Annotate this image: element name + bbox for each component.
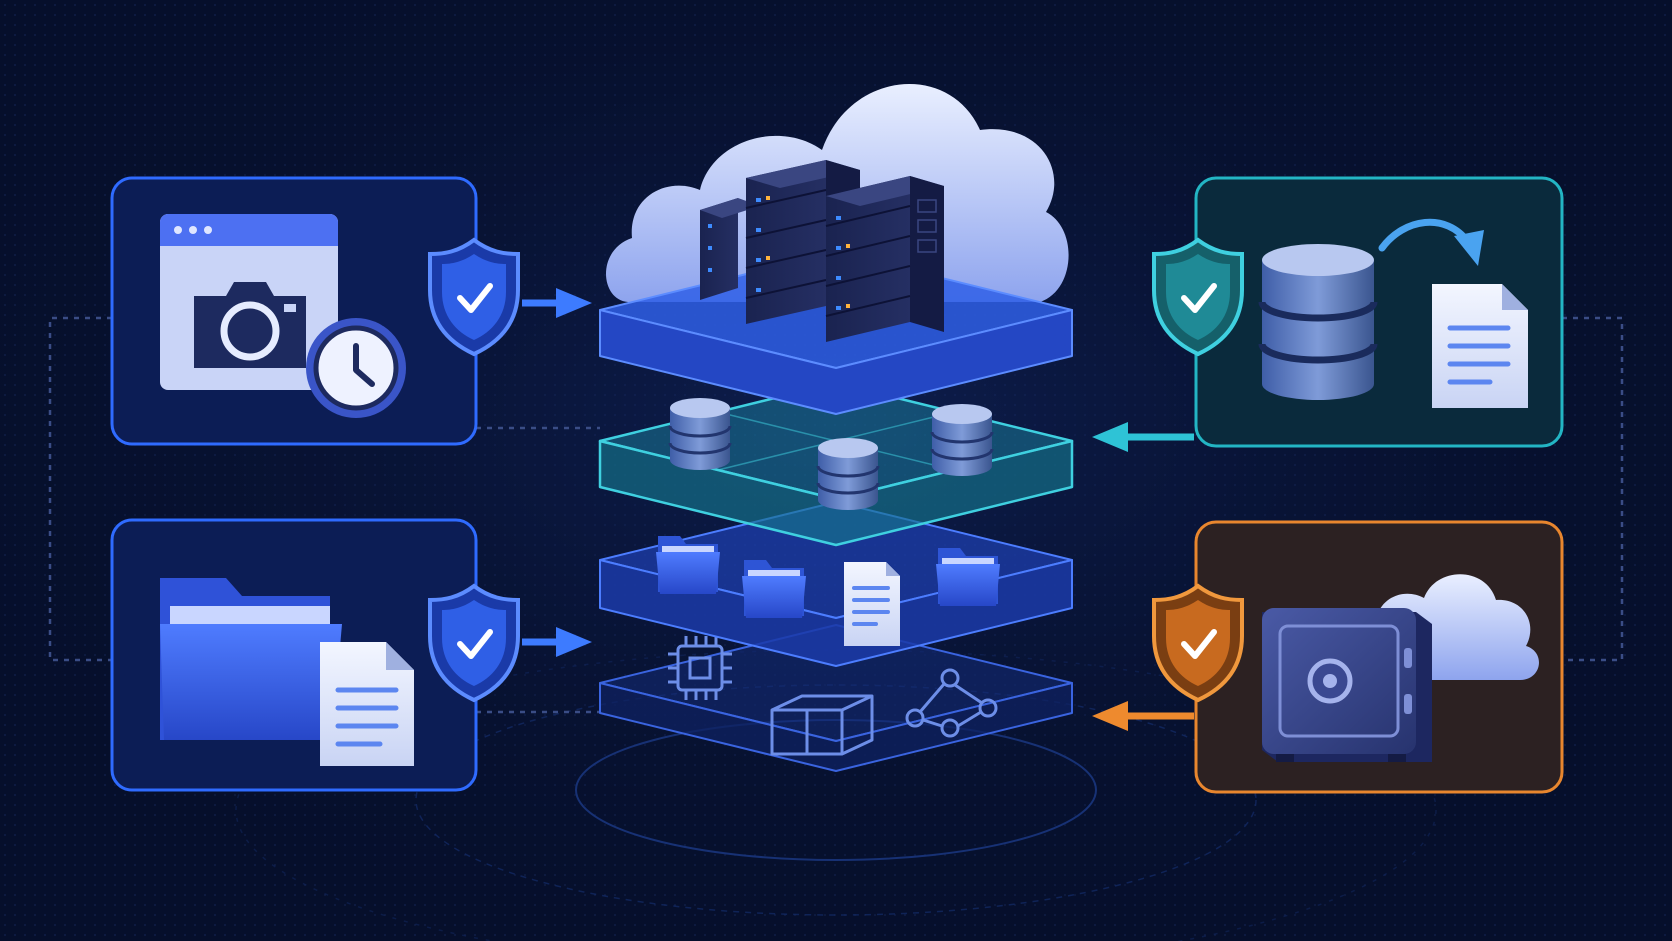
server-rack-icon bbox=[825, 176, 944, 342]
network-icon bbox=[905, 668, 998, 738]
folder-icon bbox=[656, 536, 720, 594]
folder-icon bbox=[742, 560, 806, 618]
arrow-right-icon bbox=[522, 288, 592, 318]
arrow-left-icon bbox=[1092, 422, 1194, 452]
dashed-connectors bbox=[48, 316, 1624, 714]
file-backup-card[interactable] bbox=[110, 518, 478, 792]
shield-check-icon bbox=[1152, 583, 1244, 703]
database-export-card[interactable] bbox=[1194, 176, 1564, 448]
shield-check-icon bbox=[1152, 237, 1244, 357]
chip-icon bbox=[668, 636, 732, 700]
database-icon bbox=[816, 438, 880, 510]
shield-check-icon bbox=[428, 237, 520, 357]
document-icon bbox=[844, 562, 900, 646]
infrastructure-layer bbox=[599, 624, 1073, 772]
database-icon bbox=[930, 404, 994, 476]
shield-check-icon bbox=[428, 583, 520, 703]
database-icon bbox=[1258, 244, 1378, 400]
file-layer bbox=[599, 501, 1073, 667]
folder-icon bbox=[936, 548, 1000, 606]
clock-icon bbox=[306, 318, 406, 418]
curved-arrow-icon bbox=[1378, 218, 1484, 266]
vault-cloud-card[interactable] bbox=[1194, 520, 1564, 794]
arrow-left-icon bbox=[1092, 701, 1194, 731]
document-icon bbox=[320, 642, 414, 766]
safe-vault-icon bbox=[1262, 608, 1432, 762]
database-layer bbox=[598, 381, 1074, 547]
arrow-right-icon bbox=[522, 627, 592, 657]
snapshot-backup-card[interactable] bbox=[110, 176, 478, 446]
server-rack-icon bbox=[700, 198, 760, 300]
box-icon bbox=[770, 694, 874, 756]
database-icon bbox=[668, 398, 732, 470]
cloud-backup-storage-stack bbox=[598, 84, 1074, 772]
camera-icon bbox=[194, 282, 306, 368]
server-layer bbox=[599, 160, 1073, 415]
folder-icon bbox=[160, 578, 342, 740]
document-icon bbox=[1432, 284, 1528, 408]
